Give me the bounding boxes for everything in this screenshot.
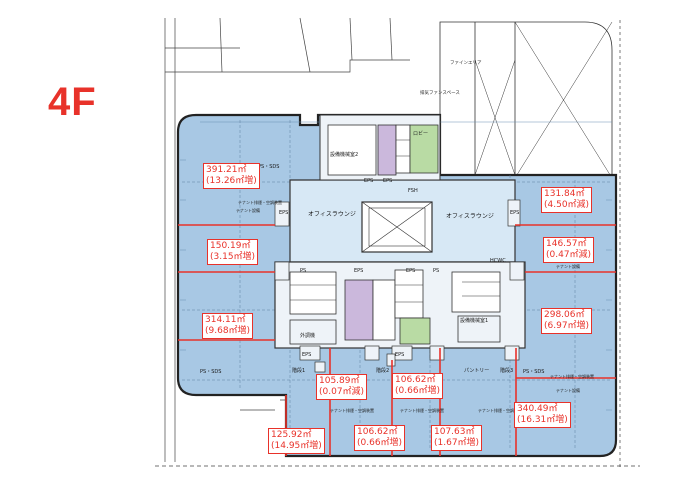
label-fsh: FSH xyxy=(408,188,418,194)
area-label-w-mid: 150.19㎡ (3.15㎡増) xyxy=(207,239,259,265)
area-value: 340.49㎡ xyxy=(517,404,558,414)
label-tenant-equipment-3: テナント設備 xyxy=(556,387,580,393)
shafts xyxy=(274,199,525,373)
area-value: 106.62㎡ xyxy=(357,427,398,437)
area-label-s-2: 106.62㎡ (0.66㎡増) xyxy=(392,373,444,399)
area-label-sw-bottom: 125.92㎡ (14.95㎡増) xyxy=(268,428,325,454)
label-eps-2: EPS xyxy=(383,178,392,184)
area-delta: (6.97㎡増) xyxy=(544,321,590,331)
label-ps-sds-w: PS・SDS xyxy=(200,369,221,375)
core-lower xyxy=(274,261,526,349)
label-stair-2: 階段2 xyxy=(376,367,389,374)
label-tenant-zone-2: テナント排煙・空調装置 xyxy=(550,373,594,379)
label-pantry: パントリー xyxy=(464,368,489,374)
area-delta: (3.15㎡増) xyxy=(210,252,256,262)
area-value: 107.63㎡ xyxy=(434,427,475,437)
area-value: 150.19㎡ xyxy=(210,241,251,251)
label-ps-sds-e: PS・SDS xyxy=(523,369,544,375)
area-label-s-1: 105.89㎡ (0.07㎡減) xyxy=(316,374,368,400)
area-delta: (14.95㎡増) xyxy=(271,441,322,451)
floor-title: 4F xyxy=(48,80,97,124)
area-value: 125.92㎡ xyxy=(271,430,312,440)
area-label-s-3: 106.62㎡ (0.66㎡増) xyxy=(354,425,406,451)
label-equipment-room-1: 設備機械室1 xyxy=(460,317,488,324)
area-delta: (9.68㎡増) xyxy=(205,326,251,336)
area-value: 391.21㎡ xyxy=(206,165,247,175)
label-hcwc: HCWC xyxy=(490,258,506,264)
label-eps-1: EPS xyxy=(364,178,373,184)
area-label-w-south: 314.11㎡ (9.68㎡増) xyxy=(202,313,254,339)
label-tenant-zone-1: テナント排煙・空調装置 xyxy=(238,199,282,205)
area-delta: (4.50㎡減) xyxy=(544,200,590,210)
area-delta: (16.31㎡増) xyxy=(517,415,568,425)
label-tenant-zone-4: テナント排煙・空調装置 xyxy=(400,407,444,413)
area-value: 314.11㎡ xyxy=(205,315,246,325)
label-ps-1: PS xyxy=(300,268,306,274)
glazing-marks xyxy=(180,159,612,411)
area-value: 131.84㎡ xyxy=(544,189,585,199)
label-stair-1: 階段1 xyxy=(292,367,305,374)
area-value: 298.06㎡ xyxy=(544,310,585,320)
label-lobby: ロビー xyxy=(413,130,428,137)
label-tenant-zone-3: テナント排煙・空調装置 xyxy=(330,407,374,413)
area-delta: (0.47㎡減) xyxy=(546,250,592,260)
area-label-se: 340.49㎡ (16.31㎡増) xyxy=(514,402,571,428)
service-tower xyxy=(439,21,613,179)
label-stair-3: 階段3 xyxy=(500,367,513,374)
label-ps-2: PS xyxy=(433,268,439,274)
area-value: 146.57㎡ xyxy=(546,239,587,249)
area-delta: (13.26㎡増) xyxy=(206,176,257,186)
area-label-e-south: 298.06㎡ (6.97㎡増) xyxy=(541,308,593,334)
label-external-fan: 外調機 xyxy=(300,332,315,339)
area-value: 106.62㎡ xyxy=(395,375,436,385)
label-office-lounge-w: オフィスラウンジ xyxy=(308,210,356,218)
area-delta: (1.67㎡増) xyxy=(434,438,480,448)
label-fan-space: 排気ファンスペース xyxy=(420,89,460,96)
label-ps-sds-nw: PS・SDS xyxy=(258,164,279,170)
atrium-void xyxy=(361,201,433,253)
label-eps-8: EPS xyxy=(395,352,404,358)
area-value: 105.89㎡ xyxy=(319,376,360,386)
label-eps-6: EPS xyxy=(406,268,415,274)
area-delta: (0.07㎡減) xyxy=(319,387,365,397)
label-eps-7: EPS xyxy=(302,352,311,358)
label-tenant-equipment-2: テナント設備 xyxy=(556,263,580,269)
area-delta: (0.66㎡増) xyxy=(395,386,441,396)
label-eps-3: EPS xyxy=(279,210,288,216)
area-label-s-4: 107.63㎡ (1.67㎡増) xyxy=(431,425,483,451)
core-upper xyxy=(319,114,441,181)
label-eps-5: EPS xyxy=(354,268,363,274)
area-label-nw: 391.21㎡ (13.26㎡増) xyxy=(203,163,260,189)
label-finger-area: ファインエリア xyxy=(450,60,482,66)
area-label-ne: 131.84㎡ (4.50㎡減) xyxy=(541,187,593,213)
area-delta: (0.66㎡増) xyxy=(357,438,403,448)
label-equipment-room-2: 設備機械室2 xyxy=(330,151,358,158)
label-tenant-equipment-1: テナント設備 xyxy=(236,207,260,213)
label-tenant-zone-5: テナント排煙・空調装置 xyxy=(478,407,522,413)
label-office-lounge-e: オフィスラウンジ xyxy=(446,212,494,220)
label-eps-4: EPS xyxy=(510,210,519,216)
area-label-e-mid: 146.57㎡ (0.47㎡減) xyxy=(543,237,595,263)
